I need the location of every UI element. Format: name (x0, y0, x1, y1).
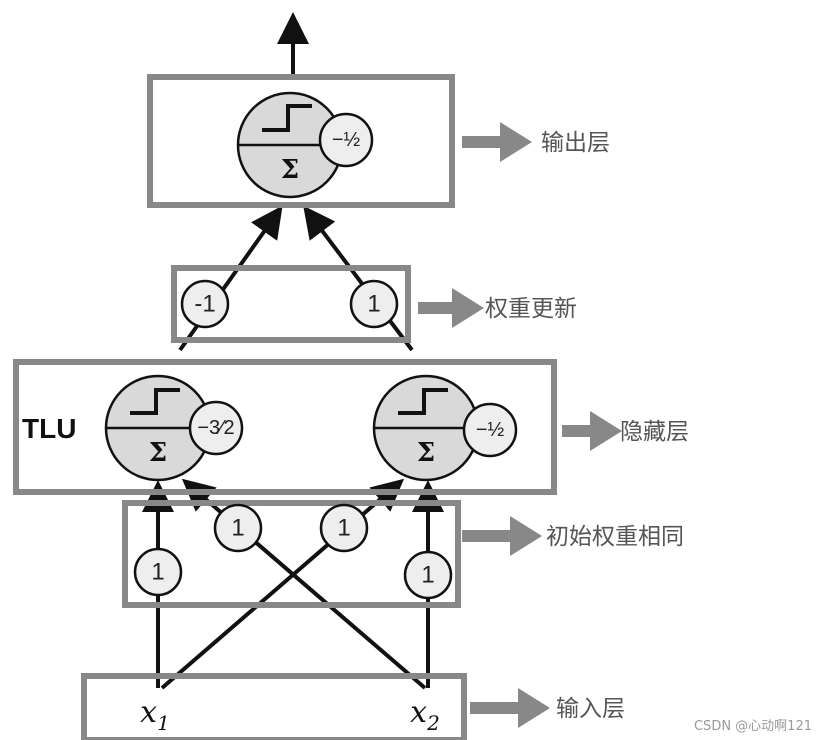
step-function-icon (262, 104, 312, 132)
hidden-layer-box (13, 359, 557, 495)
watermark: CSDN @心动啊121 (694, 719, 812, 734)
output-layer-arrow-icon (462, 122, 532, 162)
hidden-layer-arrow-icon (562, 411, 622, 451)
hidden-right-bias-circle (462, 402, 518, 458)
output-layer-label: 输出层 (541, 130, 610, 156)
step-function-icon (398, 388, 448, 415)
output-neuron: Σ −½ (236, 91, 374, 199)
weight-x2-h2: 1 (403, 550, 453, 600)
hidden-right-bias: −½ (476, 419, 505, 441)
edge-h2-to-output (303, 205, 414, 352)
weight-update-arrow-icon (418, 288, 484, 328)
sigma-label: Σ (149, 438, 167, 468)
initial-weights-box (122, 500, 461, 608)
hidden-left-bias: −3⁄2 (197, 417, 234, 439)
hidden-left-bias-circle (188, 400, 244, 456)
output-layer-box (147, 74, 455, 208)
input-x1: x1 (140, 695, 170, 735)
weight-value: -1 (194, 291, 215, 318)
input-x2: x2 (410, 695, 440, 735)
tlu-label: TLU (22, 413, 76, 444)
weight-update-box (171, 265, 411, 343)
weight-update-label: 权重更新 (485, 296, 577, 322)
input-layer-arrow-icon (470, 688, 550, 728)
weight-x1-h2: 1 (319, 503, 369, 553)
sigma-label: Σ (417, 438, 435, 468)
weight-value: 1 (151, 559, 164, 586)
edge-h1-to-output (178, 205, 283, 352)
hidden-neuron-right: Σ −½ (372, 374, 518, 482)
weight-x1-h1: 1 (133, 547, 183, 597)
weight-value: 1 (421, 562, 434, 589)
step-function-icon (130, 388, 180, 415)
sigma-label: Σ (281, 155, 299, 185)
weight-value: 1 (367, 291, 380, 318)
initial-weights-arrow-icon (462, 516, 542, 556)
hidden-layer-label: 隐藏层 (620, 419, 689, 445)
input-layer-box (81, 673, 467, 740)
input-layer-label: 输入层 (556, 696, 625, 722)
hidden-neuron-left: Σ −3⁄2 (104, 374, 244, 482)
weight-h2-output: 1 (349, 279, 399, 329)
weight-h1-output: -1 (180, 279, 230, 329)
output-bias-circle (318, 112, 374, 168)
weight-x2-h1: 1 (213, 503, 263, 553)
weight-value: 1 (231, 515, 244, 542)
output-bias: −½ (332, 129, 361, 151)
weight-value: 1 (337, 515, 350, 542)
initial-weights-label: 初始权重相同 (546, 524, 684, 550)
